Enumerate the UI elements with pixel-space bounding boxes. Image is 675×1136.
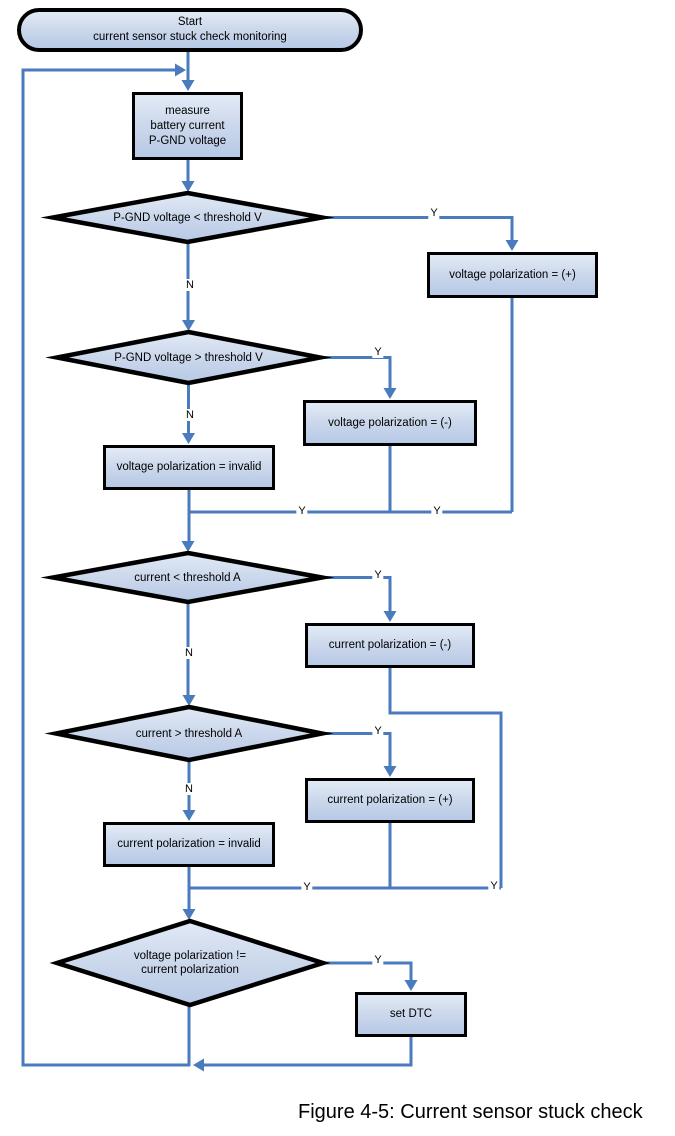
edge-label-yes-d3: Y xyxy=(372,569,384,581)
measure-line1: measure xyxy=(165,104,210,117)
voltage-plus-label: voltage polarization = (+) xyxy=(449,268,576,281)
start-node: Start current sensor stuck check monitor… xyxy=(17,8,363,52)
edge-label-yes-d1: Y xyxy=(428,207,440,219)
arrowhead-into-d3 xyxy=(181,541,195,552)
edge-label-yes-merge1-left: Y xyxy=(296,505,308,517)
arrowhead-loop-rejoin xyxy=(175,63,186,77)
measure-line2: battery current xyxy=(150,119,225,132)
process-current-plus: current polarization = (+) xyxy=(305,778,475,823)
arrowhead-into-setdtc xyxy=(404,980,418,991)
edge-cminus-bypass xyxy=(388,668,503,888)
edge-d5-yes xyxy=(323,961,413,981)
process-voltage-minus: voltage polarization = (-) xyxy=(303,400,477,446)
edge-label-no-d2: N xyxy=(184,409,196,421)
process-voltage-plus: voltage polarization = (+) xyxy=(427,252,598,298)
voltage-invalid-label: voltage polarization = invalid xyxy=(116,461,262,473)
edge-loop-return xyxy=(21,68,190,1067)
arrowhead-into-vinvalid xyxy=(182,433,195,444)
edge-d1-yes xyxy=(322,216,514,241)
decision-voltage-low-shape xyxy=(40,190,335,245)
edge-setdtc-return xyxy=(204,1037,413,1067)
edge-d2-yes xyxy=(320,356,392,389)
arrowhead-into-d1 xyxy=(181,181,195,192)
arrowhead-into-vminus xyxy=(383,388,397,399)
current-plus-label: current polarization = (+) xyxy=(327,794,453,806)
edge-label-yes-merge2-left: Y xyxy=(301,881,313,893)
start-line1: Start xyxy=(177,16,203,28)
edge-d4-yes xyxy=(322,732,392,767)
current-minus-label: current polarization = (-) xyxy=(328,639,452,651)
edge-label-no-d1: N xyxy=(184,279,196,291)
arrowhead-return-junction xyxy=(193,1058,204,1072)
process-voltage-invalid: voltage polarization = invalid xyxy=(103,445,275,490)
process-current-invalid: current polarization = invalid xyxy=(103,822,275,867)
edge-label-yes-d2: Y xyxy=(372,346,384,358)
arrowhead-into-measure xyxy=(181,80,195,91)
set-dtc-label: set DTC xyxy=(389,1008,433,1020)
process-set-dtc: set DTC xyxy=(355,992,467,1037)
arrowhead-into-vplus xyxy=(505,240,519,251)
decision-voltage-high-shape xyxy=(45,329,332,386)
edge-label-yes-merge1-right: Y xyxy=(431,505,443,517)
edge-label-no-d4: N xyxy=(183,783,195,795)
edge-label-yes-d5: Y xyxy=(372,954,384,966)
edge-label-no-d3: N xyxy=(183,647,195,659)
arrowhead-into-cinvalid xyxy=(182,810,196,821)
arrowhead-into-d5 xyxy=(182,909,196,920)
start-line2: current sensor stuck check monitoring xyxy=(93,31,287,43)
process-current-minus: current polarization = (-) xyxy=(305,623,475,668)
voltage-minus-label: voltage polarization = (-) xyxy=(328,416,452,429)
figure-caption: Figure 4-5: Current sensor stuck check xyxy=(298,1101,643,1123)
arrowhead-into-cminus xyxy=(383,611,397,622)
process-measure: measure battery current P-GND voltage xyxy=(132,92,243,160)
arrowhead-into-cplus xyxy=(383,766,397,777)
arrowhead-into-d4 xyxy=(182,695,196,706)
decision-mismatch-shape xyxy=(49,918,331,1008)
edge-d3-yes xyxy=(322,576,392,612)
edge-label-yes-merge2-right: Y xyxy=(488,880,500,892)
decision-current-low-shape xyxy=(40,550,335,605)
decision-current-high-shape xyxy=(44,704,334,763)
current-invalid-label: current polarization = invalid xyxy=(117,838,261,850)
measure-line3: P-GND voltage xyxy=(148,134,227,147)
edge-label-yes-d4: Y xyxy=(372,725,384,737)
arrowhead-into-d2 xyxy=(182,320,195,331)
